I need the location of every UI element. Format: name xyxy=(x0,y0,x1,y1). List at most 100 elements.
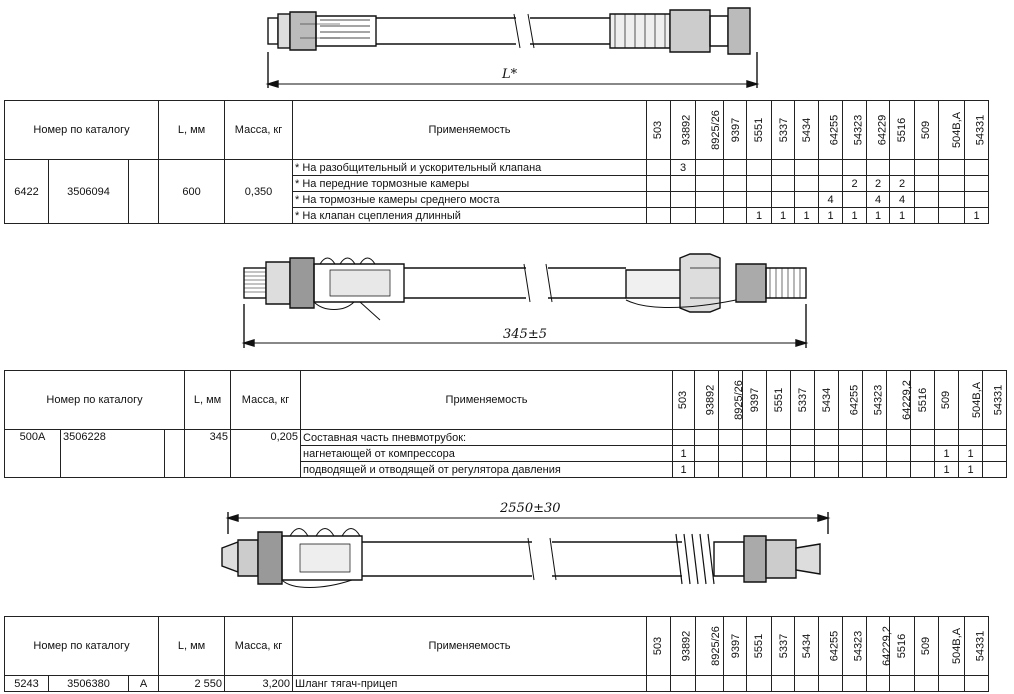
model-header: 5337 xyxy=(778,633,791,659)
usage-row: * На передние тормозные камеры xyxy=(292,175,648,192)
usage-mark xyxy=(862,461,888,478)
usage-mark xyxy=(646,175,672,192)
usage-mark xyxy=(838,461,864,478)
model-header: 9397 xyxy=(730,117,743,143)
model-header: 503 xyxy=(652,636,665,656)
model-header: 5516 xyxy=(896,117,909,143)
usage-mark: 2 xyxy=(866,175,891,192)
model-header: 504В,А xyxy=(951,111,964,149)
usage-mark: 1 xyxy=(958,461,984,478)
catalog-header: Номер по каталогу xyxy=(3,616,160,676)
usage-mark xyxy=(794,159,820,176)
usage-mark xyxy=(694,461,720,478)
model-header: 64229,2 xyxy=(880,626,893,666)
usage-mark xyxy=(914,159,940,176)
usage-mark: 1 xyxy=(672,445,696,462)
model-header: 5337 xyxy=(778,117,791,143)
model-header: 54323 xyxy=(852,114,865,146)
usage-mark xyxy=(958,429,984,446)
usage-mark xyxy=(818,159,844,176)
usage-mark xyxy=(694,445,720,462)
usage-mark xyxy=(646,207,672,224)
usage-mark xyxy=(814,429,840,446)
usage-row: Шланг тягач-прицеп xyxy=(292,675,648,692)
model-header: 9397 xyxy=(749,387,762,413)
length-value: 2 550 xyxy=(158,675,226,692)
usage-mark xyxy=(746,175,773,192)
dimension-label-1: L* xyxy=(501,67,518,82)
model-header: 5551 xyxy=(753,117,766,143)
model-header: 5434 xyxy=(801,633,814,659)
usage-mark xyxy=(742,461,768,478)
usage-mark xyxy=(866,159,891,176)
usage-mark xyxy=(694,429,720,446)
catalog-number-b: 3506228 xyxy=(60,429,165,478)
usage-mark: 2 xyxy=(889,175,916,192)
usage-mark xyxy=(934,429,960,446)
mass-value: 3,200 xyxy=(224,675,294,692)
usage-mark xyxy=(964,175,990,192)
usage-mark xyxy=(842,159,868,176)
usage-mark xyxy=(886,429,912,446)
model-header: 64255 xyxy=(848,384,861,416)
spec-table-2: Номер по каталогу L, мм Масса, кг Примен… xyxy=(3,370,1008,478)
usage-mark xyxy=(889,159,916,176)
model-header: 5434 xyxy=(801,117,814,143)
usage-mark: 1 xyxy=(934,461,960,478)
usage-mark xyxy=(695,207,725,224)
usage-mark xyxy=(982,445,1008,462)
usage-mark xyxy=(982,461,1008,478)
mass-header: Масса, кг xyxy=(230,370,302,430)
usage-mark xyxy=(670,191,697,208)
usage-mark xyxy=(742,445,768,462)
usage-mark xyxy=(746,191,773,208)
usage-mark xyxy=(790,429,816,446)
usage-mark xyxy=(646,159,672,176)
length-header: L, мм xyxy=(158,100,226,160)
spec-table-1: Номер по каталогу L, мм Масса, кг Примен… xyxy=(3,100,990,224)
catalog-number-b: 3506380 xyxy=(48,675,129,692)
usage-mark xyxy=(670,207,697,224)
model-header: 93892 xyxy=(680,630,693,662)
model-header: 5516 xyxy=(896,633,909,659)
model-header: 93892 xyxy=(680,114,693,146)
usage-mark xyxy=(695,191,725,208)
model-header: 509 xyxy=(920,636,933,656)
model-header: 509 xyxy=(920,120,933,140)
usage-row: * На разобщительный и ускорительный клап… xyxy=(292,159,648,176)
usage-mark xyxy=(862,445,888,462)
model-header: 5434 xyxy=(821,387,834,413)
usage-mark: 1 xyxy=(889,207,916,224)
usage-header: Применяемость xyxy=(292,616,648,676)
usage-mark xyxy=(964,159,990,176)
usage-mark xyxy=(790,461,816,478)
catalog-flag: А xyxy=(127,675,160,692)
length-header: L, мм xyxy=(158,616,226,676)
usage-mark: 4 xyxy=(866,191,891,208)
usage-mark xyxy=(723,175,748,192)
model-header: 8925/26 xyxy=(732,380,745,420)
usage-mark xyxy=(723,191,748,208)
usage-mark: 3 xyxy=(670,159,697,176)
model-header: 9397 xyxy=(730,633,743,659)
usage-mark xyxy=(938,207,966,224)
usage-row: * На тормозные камеры среднего моста xyxy=(292,191,648,208)
usage-row: Составная часть пневмотрубок: xyxy=(300,429,674,446)
mass-value: 0,350 xyxy=(224,159,294,224)
model-header: 509 xyxy=(940,390,953,410)
usage-header: Применяемость xyxy=(300,370,674,430)
dimension-label-2: 345±5 xyxy=(503,327,547,342)
model-header: 5551 xyxy=(773,387,786,413)
usage-mark xyxy=(914,207,940,224)
usage-row: нагнетающей от компрессора xyxy=(300,445,674,462)
usage-mark xyxy=(938,159,966,176)
model-header: 64229,2 xyxy=(900,380,913,420)
usage-mark: 1 xyxy=(842,207,868,224)
catalog-header: Номер по каталогу xyxy=(3,100,160,160)
usage-mark xyxy=(670,175,697,192)
usage-mark xyxy=(695,175,725,192)
hose-drawing-2: 345±5 xyxy=(0,248,1000,368)
model-header: 64229 xyxy=(876,114,889,146)
usage-mark xyxy=(790,445,816,462)
usage-mark xyxy=(838,445,864,462)
